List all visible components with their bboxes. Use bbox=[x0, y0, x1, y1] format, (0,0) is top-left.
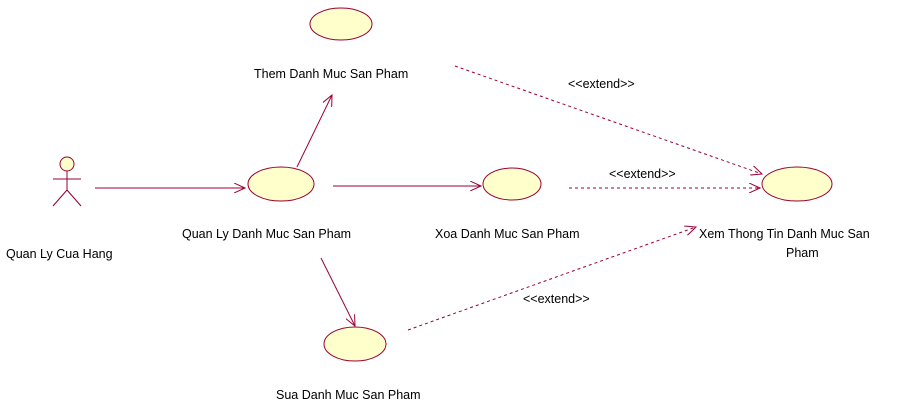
usecase-add-ellipse[interactable] bbox=[309, 7, 373, 41]
extend-add-label: <<extend>> bbox=[568, 77, 635, 91]
extend-edit-view bbox=[407, 227, 696, 331]
actor-left-leg bbox=[52, 189, 68, 207]
usecase-view-label-line2: Pham bbox=[786, 246, 819, 260]
relation-manage-add bbox=[296, 95, 332, 168]
usecase-delete-label: Xoa Danh Muc San Pham bbox=[435, 227, 580, 241]
usecase-manage-ellipse[interactable] bbox=[247, 166, 315, 202]
usecase-view-label-line1: Xem Thong Tin Danh Muc San bbox=[699, 227, 870, 241]
extend-edit-label: <<extend>> bbox=[523, 292, 590, 306]
actor-right-leg bbox=[66, 189, 82, 207]
usecase-view-ellipse[interactable] bbox=[761, 166, 833, 202]
usecase-add-label: Them Danh Muc San Pham bbox=[254, 67, 409, 81]
actor-head bbox=[59, 156, 75, 172]
usecase-edit-label: Sua Danh Muc San Pham bbox=[276, 388, 421, 402]
extend-add-view bbox=[454, 65, 762, 174]
usecase-manage-label: Quan Ly Danh Muc San Pham bbox=[182, 227, 352, 241]
relation-manage-edit bbox=[320, 257, 355, 326]
extend-delete-label: <<extend>> bbox=[609, 167, 676, 181]
actor-label: Quan Ly Cua Hang bbox=[6, 247, 113, 261]
usecase-delete-ellipse[interactable] bbox=[482, 167, 542, 201]
actor-figure bbox=[52, 156, 82, 207]
usecase-edit-ellipse[interactable] bbox=[323, 326, 387, 362]
